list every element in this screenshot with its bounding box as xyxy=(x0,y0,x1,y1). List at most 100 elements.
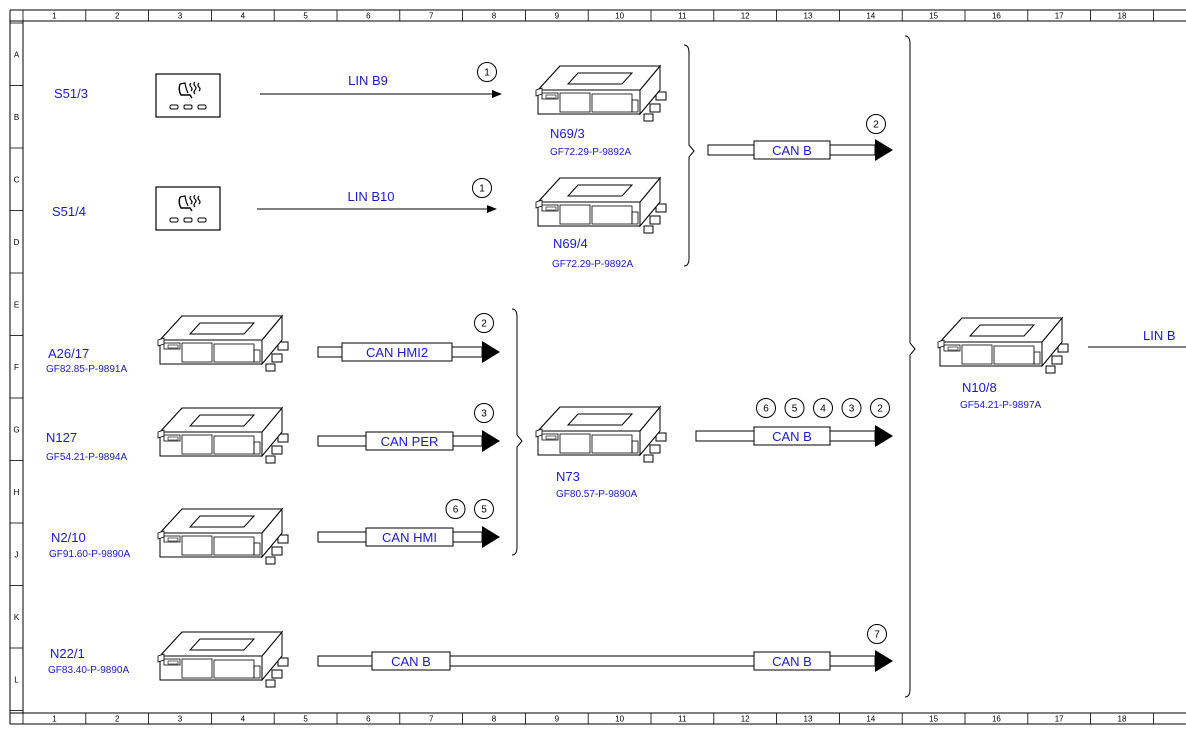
ruler-top-col-16: 16 xyxy=(992,12,1001,21)
bus-marker-text: 2 xyxy=(481,319,487,330)
module-ref: GF91.60-P-9890A xyxy=(49,549,130,560)
ruler-left-row-J: J xyxy=(15,550,19,559)
bus-arrow-2: CAN PER 3 xyxy=(317,403,500,452)
bus-marker: 2 xyxy=(870,398,890,418)
bus-marker-text: 2 xyxy=(873,120,879,131)
ruler-top-col-4: 4 xyxy=(241,12,246,21)
ruler-top-col-6: 6 xyxy=(366,12,371,21)
switch-led xyxy=(169,217,179,223)
lin-marker: 1 xyxy=(477,62,497,82)
ruler-top-col-7: 7 xyxy=(429,12,434,21)
ruler-left-row-F: F xyxy=(14,363,19,372)
bus-marker: 5 xyxy=(474,499,494,519)
lin-marker: 1 xyxy=(472,178,492,198)
ruler-left-row-C: C xyxy=(14,175,20,184)
control-module-N127 xyxy=(157,406,289,464)
bus-marker: 3 xyxy=(474,403,494,423)
brace-n10 xyxy=(904,35,916,698)
control-module-N73 xyxy=(535,405,667,463)
arrow-head xyxy=(487,205,497,213)
seat-heater-icon xyxy=(178,81,201,99)
bus-marker: 4 xyxy=(813,398,833,418)
arrow-head xyxy=(482,430,500,452)
ruler-bottom-col-3: 3 xyxy=(178,715,183,724)
ruler-bottom-col-6: 6 xyxy=(366,715,371,724)
ruler-left-row-L: L xyxy=(14,675,19,684)
module-ref: GF54.21-P-9897A xyxy=(960,400,1041,411)
control-module-A26-17 xyxy=(157,314,289,372)
bus-arrow-0: CAN B 2 xyxy=(707,114,893,161)
bus-marker-text: 6 xyxy=(453,505,459,516)
bus-label-box xyxy=(365,431,454,451)
brace-n73 xyxy=(511,308,523,556)
ruler-bottom-col-17: 17 xyxy=(1055,715,1064,724)
bus-marker: 6 xyxy=(445,499,466,519)
module-label: N22/1 xyxy=(50,646,85,661)
lin-line-2: LIN B xyxy=(1088,328,1186,348)
ruler-left-row-E: E xyxy=(14,300,19,309)
bus-label-box xyxy=(753,426,831,446)
module-ref: GF80.57-P-9890A xyxy=(556,489,637,500)
arrow-head xyxy=(482,341,500,363)
bus-marker: 5 xyxy=(784,398,805,418)
module-ref: GF72.29-P-9892A xyxy=(552,259,633,270)
bus-marker: 2 xyxy=(866,114,886,134)
control-module-N10-8 xyxy=(937,316,1069,374)
ruler-top-col-3: 3 xyxy=(178,12,183,21)
ruler-bottom-col-12: 12 xyxy=(741,715,750,724)
switch-led xyxy=(183,217,193,223)
bus-marker: 2 xyxy=(474,313,494,333)
ruler-top-col-18: 18 xyxy=(1118,12,1127,21)
ruler-bottom-col-4: 4 xyxy=(241,715,246,724)
module-ref: GF72.29-P-9892A xyxy=(550,147,631,158)
ruler-bottom-col-15: 15 xyxy=(929,715,938,724)
ruler-top-col-8: 8 xyxy=(492,12,497,21)
arrow-head xyxy=(482,526,500,548)
bus-label: CAN HMI xyxy=(382,530,437,545)
module-label: A26/17 xyxy=(48,346,89,361)
ruler-bottom-col-8: 8 xyxy=(492,715,497,724)
lin-label: LIN B9 xyxy=(348,73,388,88)
ruler-bottom-col-7: 7 xyxy=(429,715,434,724)
module-label: N69/4 xyxy=(553,236,588,251)
seat-heater-switch-S51-3 xyxy=(155,73,221,118)
bus-label: CAN B xyxy=(772,143,812,158)
bus-marker-text: 7 xyxy=(874,630,880,641)
bus-marker-text: 3 xyxy=(481,409,487,420)
ruler-top-col-2: 2 xyxy=(115,12,120,21)
bus-arrow-1: CAN HMI2 2 xyxy=(317,313,500,363)
bus-marker-text: 5 xyxy=(481,505,487,516)
control-module-N69-3 xyxy=(535,64,667,122)
bus-marker-text: 6 xyxy=(763,404,769,415)
ruler-bottom-col-18: 18 xyxy=(1118,715,1127,724)
ruler-bottom-col-1: 1 xyxy=(52,715,57,724)
bus-label: CAN B xyxy=(772,429,812,444)
bracket-group xyxy=(511,35,916,698)
bus-label: CAN HMI2 xyxy=(366,345,428,360)
module-ref: GF83.40-P-9890A xyxy=(48,665,129,676)
ruler-left-row-D: D xyxy=(14,238,20,247)
module-label: N73 xyxy=(556,469,580,484)
ruler-left-row-B: B xyxy=(14,113,19,122)
control-module-N22-1 xyxy=(157,630,289,688)
ruler-bottom-col-2: 2 xyxy=(115,715,120,724)
arrow-head xyxy=(875,139,893,161)
bus-marker-text: 5 xyxy=(792,404,798,415)
ruler-bottom-col-11: 11 xyxy=(678,715,687,724)
switch-led xyxy=(183,104,193,110)
ruler-top-col-14: 14 xyxy=(866,12,875,21)
bus-label: CAN B xyxy=(391,654,431,669)
bus-marker-text: 2 xyxy=(877,404,883,415)
bus-label: CAN PER xyxy=(381,434,439,449)
bus-arrow-3: CAN HMI 6 5 xyxy=(317,499,500,548)
module-label: N69/3 xyxy=(550,126,585,141)
switch-led xyxy=(197,217,207,223)
lin-marker-text: 1 xyxy=(484,68,490,79)
seat-heater-icon xyxy=(178,194,201,212)
